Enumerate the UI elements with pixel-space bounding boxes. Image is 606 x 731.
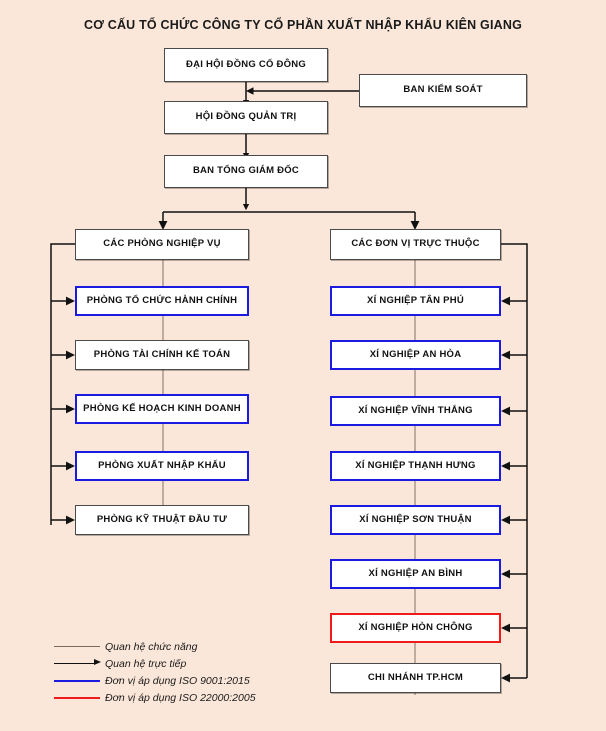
node-department-4[interactable]: PHÒNG KỸ THUẬT ĐẦU TƯ: [75, 505, 249, 535]
node-label: CÁC PHÒNG NGHIỆP VỤ: [103, 238, 221, 250]
node-units-header[interactable]: CÁC ĐƠN VỊ TRỰC THUỘC: [330, 229, 501, 260]
node-unit-0[interactable]: XÍ NGHIỆP TÂN PHÚ: [330, 286, 501, 316]
legend-item-direct: Quan hệ trực tiếp: [50, 655, 350, 672]
legend-label: Đơn vị áp dụng ISO 9001:2015: [105, 674, 250, 687]
node-label: XÍ NGHIỆP THẠNH HƯNG: [355, 459, 476, 471]
node-label: XÍ NGHIỆP AN BÌNH: [368, 567, 463, 579]
node-label: PHÒNG KỸ THUẬT ĐẦU TƯ: [96, 513, 228, 525]
node-departments-header[interactable]: CÁC PHÒNG NGHIỆP VỤ: [75, 229, 249, 260]
node-label: PHÒNG TỔ CHỨC HÀNH CHÍNH: [86, 294, 238, 306]
node-unit-6[interactable]: XÍ NGHIỆP HÒN CHÔNG: [330, 613, 501, 643]
blue-line-icon: [50, 674, 100, 688]
legend-label: Quan hệ trực tiếp: [105, 657, 187, 670]
node-label: XÍ NGHIỆP HÒN CHÔNG: [358, 621, 473, 633]
node-unit-5[interactable]: XÍ NGHIỆP AN BÌNH: [330, 559, 501, 589]
node-label: CHI NHÁNH TP.HCM: [367, 671, 464, 683]
legend-item-functional: Quan hệ chức năng: [50, 638, 350, 655]
node-unit-4[interactable]: XÍ NGHIỆP SƠN THUẬN: [330, 505, 501, 535]
node-label: PHÒNG XUẤT NHẬP KHẨU: [98, 459, 226, 471]
legend-item-iso22000: Đơn vị áp dụng ISO 22000:2005: [50, 689, 350, 706]
legend-item-iso9001: Đơn vị áp dụng ISO 9001:2015: [50, 672, 350, 689]
node-label: ĐẠI HỘI ĐỒNG CỔ ĐÔNG: [185, 58, 307, 70]
node-label: XÍ NGHIỆP SƠN THUẬN: [359, 513, 472, 525]
node-department-0[interactable]: PHÒNG TỔ CHỨC HÀNH CHÍNH: [75, 286, 249, 316]
node-label: PHÒNG KẾ HOẠCH KINH DOANH: [83, 402, 241, 414]
legend-label: Quan hệ chức năng: [105, 640, 198, 653]
node-label: BAN KIỂM SOÁT: [403, 84, 483, 96]
node-label: XÍ NGHIỆP AN HÒA: [369, 348, 462, 360]
node-label: XÍ NGHIỆP TÂN PHÚ: [367, 294, 464, 306]
node-general-director-board[interactable]: BAN TỔNG GIÁM ĐỐC: [164, 155, 328, 188]
node-unit-1[interactable]: XÍ NGHIỆP AN HÒA: [330, 340, 501, 370]
legend: Quan hệ chức năng Quan hệ trực tiếp Đơn …: [50, 638, 350, 706]
direct-arrow-icon: [50, 657, 101, 671]
node-supervisory-board[interactable]: BAN KIỂM SOÁT: [359, 74, 527, 107]
node-label: HỘI ĐỒNG QUẢN TRỊ: [195, 111, 297, 123]
page-title: CƠ CẤU TỔ CHỨC CÔNG TY CỔ PHẦN XUẤT NHẬP…: [83, 18, 523, 32]
node-shareholders-meeting[interactable]: ĐẠI HỘI ĐỒNG CỔ ĐÔNG: [164, 48, 328, 82]
red-line-icon: [50, 691, 100, 705]
node-unit-3[interactable]: XÍ NGHIỆP THẠNH HƯNG: [330, 451, 501, 481]
node-department-1[interactable]: PHÒNG TÀI CHÍNH KẾ TOÁN: [75, 340, 249, 370]
node-unit-7[interactable]: CHI NHÁNH TP.HCM: [330, 663, 501, 693]
node-label: PHÒNG TÀI CHÍNH KẾ TOÁN: [93, 348, 231, 360]
node-label: BAN TỔNG GIÁM ĐỐC: [192, 165, 300, 177]
node-department-2[interactable]: PHÒNG KẾ HOẠCH KINH DOANH: [75, 394, 249, 424]
functional-line-icon: [50, 640, 100, 654]
node-label: CÁC ĐƠN VỊ TRỰC THUỘC: [351, 238, 480, 250]
node-unit-2[interactable]: XÍ NGHIỆP VĨNH THẮNG: [330, 396, 501, 426]
node-department-3[interactable]: PHÒNG XUẤT NHẬP KHẨU: [75, 451, 249, 481]
node-label: XÍ NGHIỆP VĨNH THẮNG: [358, 404, 473, 416]
node-board-of-directors[interactable]: HỘI ĐỒNG QUẢN TRỊ: [164, 101, 328, 134]
legend-label: Đơn vị áp dụng ISO 22000:2005: [105, 691, 256, 704]
